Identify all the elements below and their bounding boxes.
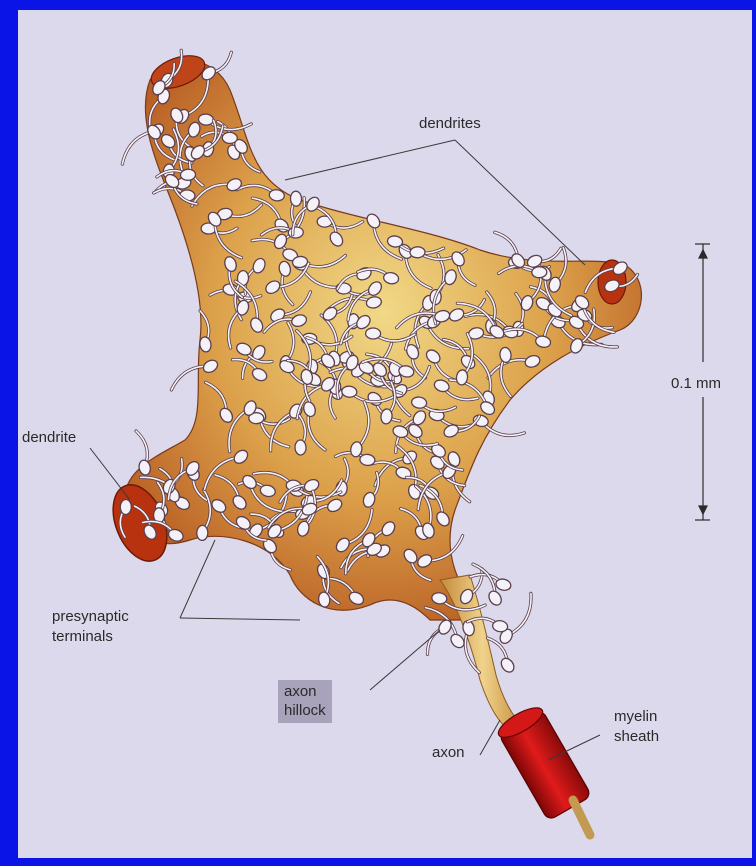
dendrite-label: dendrite [22, 428, 76, 447]
terminals-label: terminals [52, 627, 113, 646]
axon-hillock-label-line1: axon [284, 682, 326, 701]
terminal-bouton [120, 499, 131, 514]
terminal-bouton [436, 618, 453, 637]
axon-hillock-label-line2: hillock [284, 701, 326, 720]
terminal-bouton [290, 191, 302, 206]
terminal-bouton [365, 328, 380, 339]
sheath-label: sheath [614, 727, 659, 746]
terminal-bouton [499, 656, 517, 675]
axon-hillock [440, 575, 525, 735]
terminal-bouton [492, 620, 508, 633]
scale-label: 0.1 mm [671, 374, 721, 393]
terminal-bouton [448, 632, 466, 650]
dendrites-label: dendrites [419, 114, 481, 133]
terminal-bouton [532, 266, 547, 277]
terminal-bouton [410, 246, 426, 258]
terminal-bouton [197, 525, 208, 540]
myelin-label: myelin [614, 707, 657, 726]
axon-label: axon [432, 743, 465, 762]
terminal-bouton [288, 226, 304, 238]
terminal-bouton [180, 169, 196, 181]
axon-tail [573, 800, 590, 835]
presynaptic-label: presynaptic [52, 607, 129, 626]
terminal-bouton [486, 589, 503, 608]
axon-hillock-label: axon hillock [278, 680, 332, 723]
terminal-bouton [222, 132, 238, 144]
terminal-bouton [295, 440, 307, 455]
